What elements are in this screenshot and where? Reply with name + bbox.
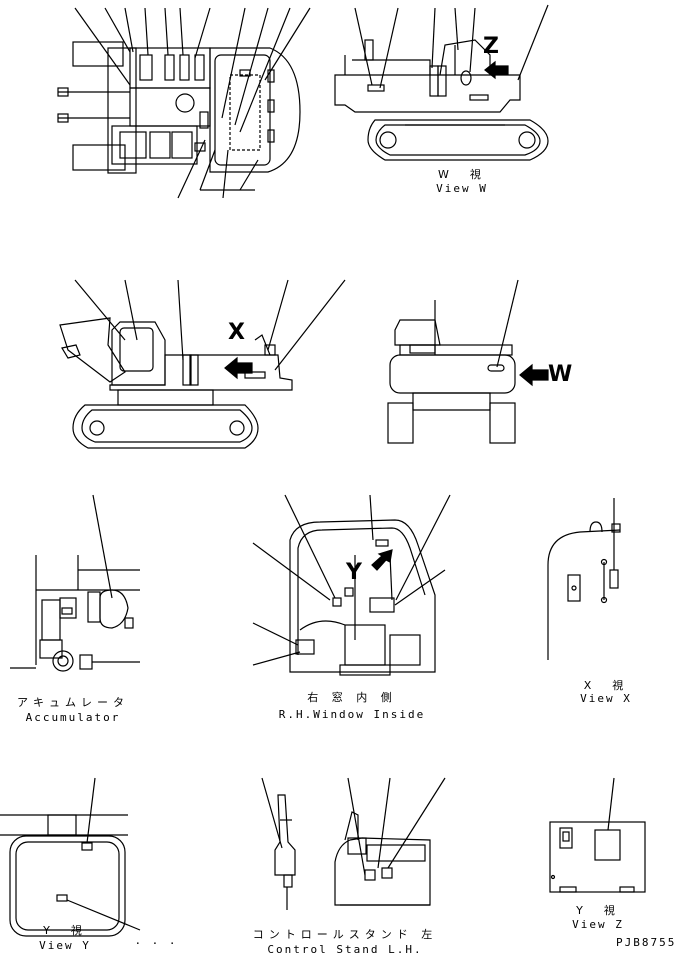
accumulator-caption: Accumulator [25, 711, 121, 724]
window-caption: R.H.Window Inside [278, 708, 426, 721]
top-view-drawing [57, 7, 311, 199]
marker-w: W [548, 362, 573, 387]
view-x-caption-jp: X 視 [583, 679, 629, 692]
view-y-caption-jp: Y 視 [43, 924, 87, 937]
ellipsis-dots: · · · [134, 937, 178, 950]
view-x-drawing [547, 498, 621, 660]
marker-y: Y [346, 560, 362, 585]
window-caption-jp: 右 窓 内 側 [307, 691, 397, 704]
view-y-caption: View Y [39, 939, 91, 952]
view-y-drawing [0, 777, 141, 937]
window-inside-drawing [252, 494, 451, 676]
control-stand-caption: Control Stand L.H. [267, 943, 423, 954]
view-w-caption-jp: W 視 [438, 168, 486, 181]
drawing-code: PJB8755 [616, 936, 677, 949]
marker-x: X [228, 320, 245, 345]
view-z-caption: View Z [572, 918, 624, 931]
view-x-caption: View X [580, 692, 632, 705]
accumulator-drawing [10, 494, 140, 672]
view-w-drawing [334, 4, 549, 161]
marker-z: Z [483, 34, 499, 59]
rear-view-drawing [387, 279, 549, 444]
control-stand-drawing [261, 777, 446, 910]
view-z-drawing [549, 777, 646, 893]
control-stand-caption-jp: コントロールスタンド 左 [252, 928, 438, 941]
accumulator-caption-jp: アキュムレータ [17, 696, 129, 709]
view-z-caption-jp: Y 視 [576, 904, 620, 917]
view-w-caption: View W [436, 182, 488, 195]
side-view-x-drawing [59, 279, 346, 449]
